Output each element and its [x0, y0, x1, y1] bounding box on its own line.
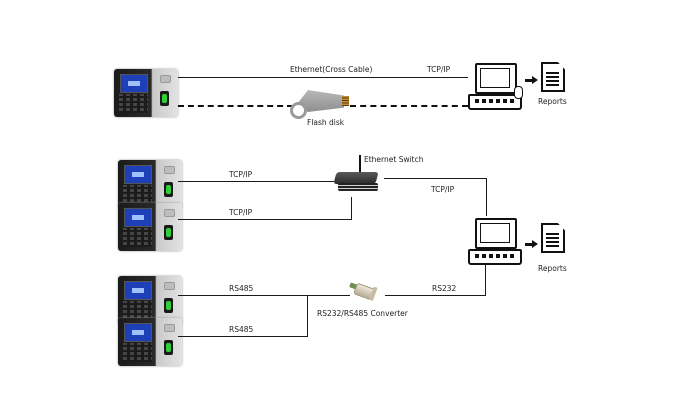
report-document-icon-bottom	[541, 223, 565, 253]
mouse-icon	[514, 86, 523, 99]
terminal-camera	[160, 75, 171, 83]
flash-disk-label: Flash disk	[307, 118, 345, 127]
tcpip-label-terminal-2: TCP/IP	[229, 208, 253, 217]
fingerprint-terminal-serial-2	[118, 318, 182, 366]
arrow-right-icon-bottom	[525, 240, 538, 248]
tcpip-label-uplink: TCP/IP	[431, 185, 455, 194]
tcpip-line-terminal-1	[178, 181, 334, 183]
fingerprint-terminal-network-1	[118, 160, 182, 208]
ethernet-cable-line	[178, 77, 468, 79]
computer-icon-bottom	[468, 218, 528, 265]
fingerprint-terminal-serial-1	[118, 276, 182, 324]
reports-label-top: Reports	[538, 97, 567, 106]
rs232-rs485-converter-icon	[346, 276, 379, 304]
ethernet-cross-cable-label: Ethernet(Cross Cable)	[290, 65, 373, 74]
tcpip-line-terminal-2-riser	[351, 197, 353, 220]
tcpip-label-terminal-1: TCP/IP	[229, 170, 253, 179]
report-document-icon-top	[541, 62, 565, 92]
flash-transfer-dashed-line-right	[350, 105, 468, 107]
rs485-line-terminal-2	[178, 336, 308, 338]
rs485-label-terminal-2: RS485	[229, 325, 254, 334]
keyboard-icon	[468, 94, 522, 110]
flash-transfer-dashed-line-left	[178, 105, 293, 107]
rs485-label-terminal-1: RS485	[229, 284, 254, 293]
fingerprint-sensor-icon	[164, 340, 173, 355]
switch-uplink-drop	[486, 178, 488, 216]
fingerprint-sensor-icon	[160, 91, 169, 106]
converter-label: RS232/RS485 Converter	[317, 309, 408, 318]
rs485-line-terminal-1	[178, 295, 350, 297]
ethernet-switch-label: Ethernet Switch	[364, 155, 424, 164]
fingerprint-terminal-direct	[114, 69, 178, 117]
computer-icon-top	[468, 63, 528, 110]
flash-disk-icon	[290, 88, 354, 119]
fingerprint-sensor-icon	[164, 182, 173, 197]
arrow-right-icon-top	[525, 76, 538, 84]
keyboard-icon	[468, 249, 522, 265]
tcpip-line-terminal-2	[178, 219, 352, 221]
rs485-bus-riser	[307, 295, 309, 337]
ethernet-switch-icon	[333, 155, 379, 194]
monitor-icon	[475, 218, 517, 249]
terminal-screen	[120, 74, 148, 93]
reports-label-bottom: Reports	[538, 264, 567, 273]
antenna-icon	[359, 155, 361, 172]
fingerprint-sensor-icon	[164, 298, 173, 313]
rs232-line	[385, 295, 486, 297]
tcpip-label-top: TCP/IP	[427, 65, 451, 74]
monitor-icon	[475, 63, 517, 94]
terminal-keypad	[119, 94, 148, 113]
fingerprint-terminal-network-2	[118, 203, 182, 251]
fingerprint-sensor-icon	[164, 225, 173, 240]
rs232-label: RS232	[432, 284, 457, 293]
switch-uplink-line	[384, 178, 487, 180]
rs232-riser	[485, 263, 487, 296]
